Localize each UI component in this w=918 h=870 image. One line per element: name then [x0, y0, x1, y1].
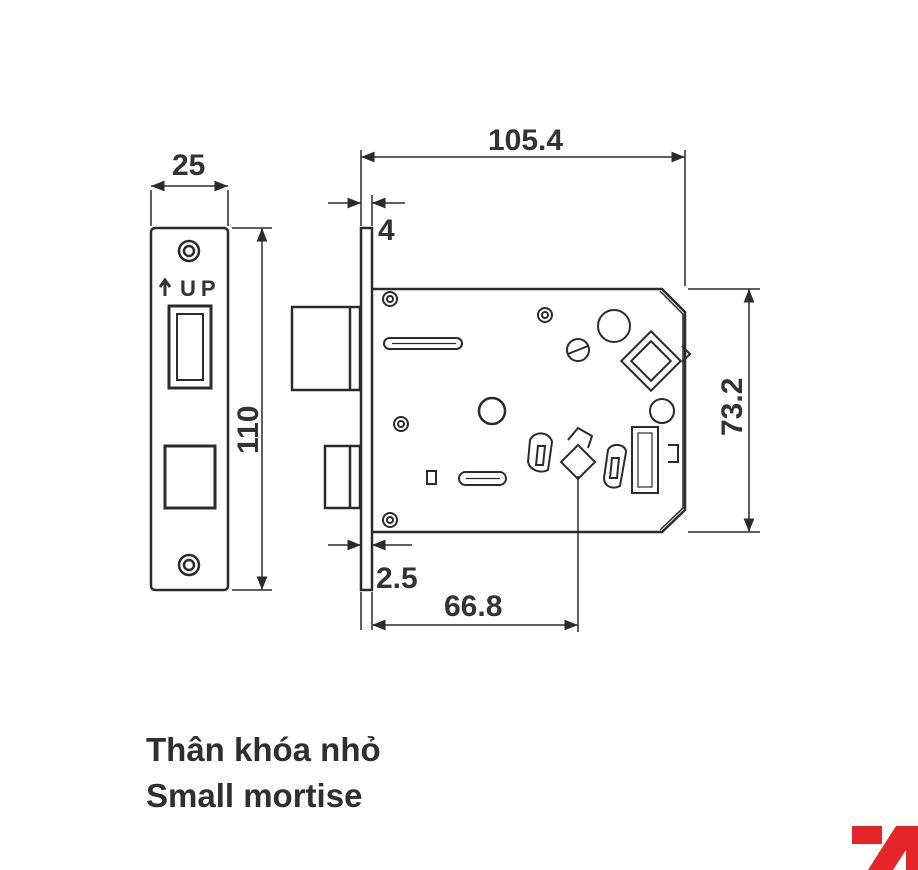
brand-logo-icon	[852, 826, 918, 870]
screw-top-right	[537, 307, 553, 323]
dim-case-height: 73.2	[716, 378, 749, 436]
up-arrow-icon	[158, 277, 172, 296]
lock-case	[372, 287, 687, 534]
caption-english: Small mortise	[146, 777, 363, 814]
lock-internals	[382, 291, 692, 528]
up-label: UP	[180, 276, 221, 301]
screw-middle	[393, 416, 409, 432]
dead-bolt	[323, 444, 362, 510]
latch-opening	[167, 304, 213, 390]
faceplate	[149, 226, 230, 592]
dim-plate-offset: 2.5	[376, 562, 418, 595]
top-screw-hole	[177, 239, 201, 263]
bottom-screw-hole	[177, 553, 201, 577]
latch-bolt	[290, 305, 362, 392]
caption-vietnamese: Thân khóa nhỏ	[146, 731, 381, 768]
side-faceplate	[359, 226, 374, 592]
dim-backset: 66.8	[444, 590, 502, 623]
screw-top-left	[382, 291, 398, 307]
dim-faceplate-thickness: 4	[378, 214, 395, 247]
dim-faceplate-width: 25	[172, 149, 205, 182]
dim-faceplate-height: 110	[232, 406, 265, 454]
dim-total-depth: 105.4	[488, 124, 563, 157]
deadbolt-opening	[163, 444, 217, 510]
screw-bottom	[382, 512, 398, 528]
